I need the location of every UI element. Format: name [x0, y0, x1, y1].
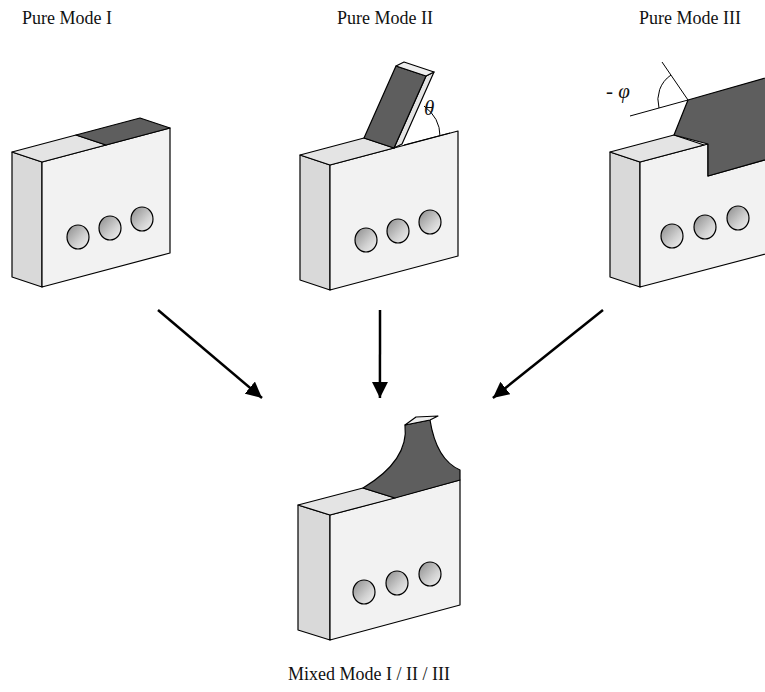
- mode-one-block: [12, 118, 170, 287]
- angle-symbol: θ: [424, 97, 434, 120]
- mode-caption: Pure Mode I: [22, 8, 175, 30]
- mode-arrow: [379, 310, 382, 398]
- mode-caption: Mixed Mode I / II / III: [255, 664, 483, 686]
- mode-panel: Mixed Mode I / II / III: [255, 398, 500, 690]
- mode-three-block: [610, 62, 765, 287]
- mode-panel: Pure Mode II: [300, 5, 470, 310]
- mode-caption: Pure Mode III: [615, 8, 765, 30]
- mode-panel: Pure Mode I: [10, 5, 175, 310]
- mode-two-block: [300, 62, 458, 290]
- mode-caption: Pure Mode II: [300, 8, 470, 30]
- mode-arrow: [158, 310, 262, 398]
- angle-symbol: - φ: [606, 80, 630, 103]
- mixed-mode-block: [298, 416, 460, 640]
- mode-arrow: [493, 310, 603, 398]
- mode-panel: Pure Mode III: [600, 5, 765, 310]
